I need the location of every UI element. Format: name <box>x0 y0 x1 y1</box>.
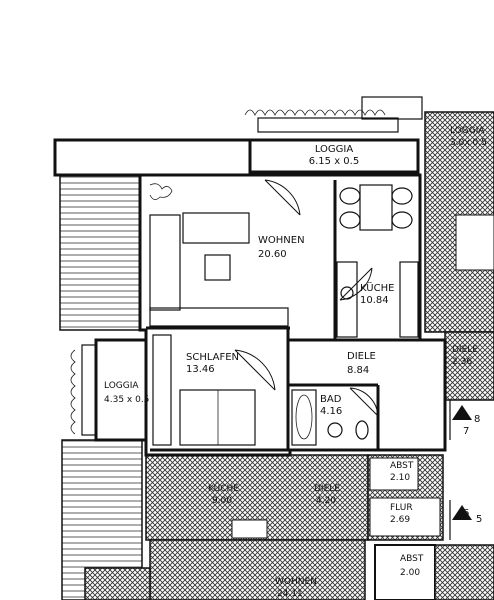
wohnen-lower-name: WOHNEN <box>275 577 317 587</box>
diele-right-name: DIELE <box>452 345 478 355</box>
left-column <box>53 138 252 177</box>
plant-left <box>70 349 76 435</box>
schlafen-size: 13.46 <box>186 364 215 375</box>
right-neighbor-inner <box>455 214 494 271</box>
wardrobe <box>152 334 172 446</box>
lower-neighbor-left-strip <box>84 567 151 600</box>
left-stair-upper <box>59 174 141 331</box>
flur-size: 2.69 <box>390 515 410 525</box>
kueche-lower-size: 9.00 <box>212 496 232 506</box>
loggia-tr-name: LOGGIA <box>450 126 485 136</box>
lower-flur-box <box>369 497 441 537</box>
abst-1-name: ABST <box>390 461 414 471</box>
marker-6-5-triangle <box>452 505 472 520</box>
abst-1-size: 2.10 <box>390 473 410 483</box>
bad-size: 4.16 <box>320 406 342 417</box>
wohnen-size: 20.60 <box>258 249 287 260</box>
abst-2-name: ABST <box>400 554 424 564</box>
bathtub <box>291 389 317 446</box>
lower-abst-box <box>369 457 419 491</box>
marker-5: 5 <box>476 514 482 525</box>
window-bench <box>149 307 289 327</box>
loggia-left-size: 4.35 x 0.5 <box>104 395 149 405</box>
loggia-top-size: 6.15 x 0.5 <box>309 156 359 167</box>
diele-size: 8.84 <box>347 365 369 376</box>
diele-name: DIELE <box>347 351 376 362</box>
top-right-box <box>361 96 423 120</box>
schlafen-name: SCHLAFEN <box>186 352 239 363</box>
door-wohnen <box>264 179 301 216</box>
door-schlafen <box>234 349 276 391</box>
door-bad <box>349 387 379 417</box>
kueche-name: KÜCHE <box>360 281 394 294</box>
loggia-left-rail <box>81 344 97 436</box>
marker-8: 8 <box>474 414 480 425</box>
kitchen-counter-right <box>399 261 419 338</box>
diele-lower-name: DIELE <box>314 484 340 494</box>
loggia-left-name: LOGGIA <box>104 381 139 391</box>
diele-right-size: 2.36 <box>452 357 472 367</box>
sofa-wohnen <box>149 214 181 311</box>
toilet <box>355 420 369 440</box>
marker-7: 7 <box>463 426 469 437</box>
flur-name: FLUR <box>390 503 413 513</box>
marker-8-7-triangle <box>452 405 472 420</box>
abst-lower-hatch <box>434 544 494 600</box>
bad-name: BAD <box>320 394 342 405</box>
abst-2-size: 2.00 <box>400 568 420 578</box>
chair-3 <box>391 187 413 205</box>
dining-table <box>359 184 393 231</box>
coffee-table <box>204 254 231 281</box>
diele-lower-size: 4.20 <box>316 496 336 506</box>
chair-4 <box>391 211 413 229</box>
wohnen-lower-size: 24.11 <box>277 589 303 599</box>
plant-top <box>244 109 386 116</box>
washbasin <box>327 422 343 438</box>
marker-6: 6 <box>463 508 469 519</box>
loggia-top-rail <box>257 117 399 133</box>
chair-1 <box>339 187 361 205</box>
bathtub-inner <box>295 394 313 440</box>
plant-wohnen <box>149 183 173 200</box>
table-wohnen <box>182 212 250 244</box>
stair-core <box>231 519 268 539</box>
sink <box>340 286 354 300</box>
lower-neighbor-bottom <box>149 539 366 600</box>
bed <box>179 389 256 446</box>
chair-2 <box>339 211 361 229</box>
loggia-tr-size: 3.0x 0.5 <box>450 138 487 148</box>
kitchen-counter-left <box>336 261 358 338</box>
kueche-size: 10.84 <box>360 295 389 306</box>
kueche-lower-name: KÜCHE <box>208 483 239 494</box>
loggia-top-name: LOGGIA <box>315 144 354 155</box>
wohnen-name: WOHNEN <box>258 235 305 246</box>
